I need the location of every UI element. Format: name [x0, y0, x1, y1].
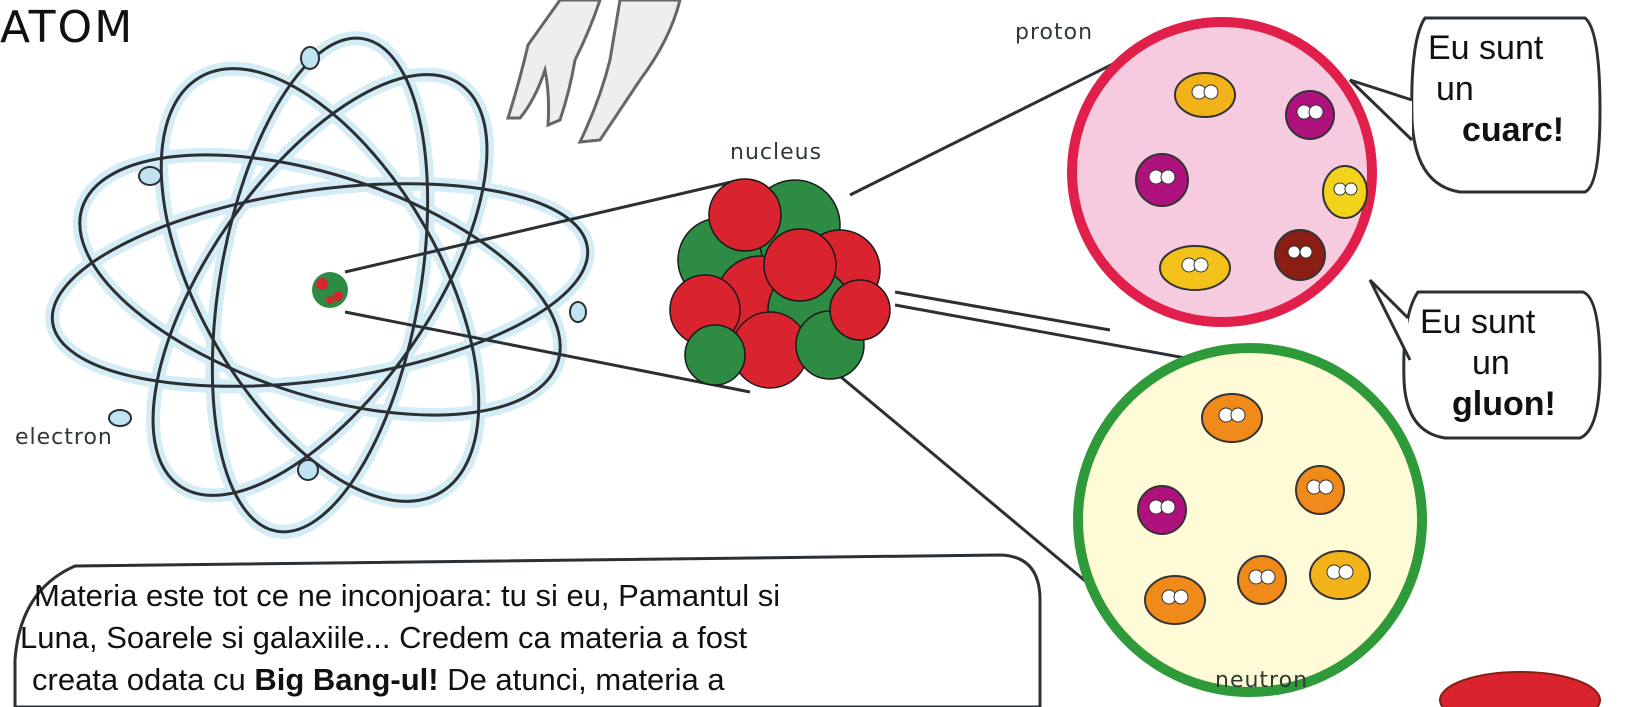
gluon-bubble-text: Eu sunt un gluon! — [1420, 302, 1556, 424]
quark-character — [1310, 551, 1370, 599]
electron-label: electron — [15, 425, 113, 450]
quark-character — [1138, 486, 1186, 534]
electron-dot — [570, 302, 586, 322]
quark-character — [1238, 556, 1286, 604]
paragraph-line3-post: De atunci, materia a — [439, 662, 725, 697]
electron-dot — [298, 460, 318, 480]
paragraph-line3-pre: creata odata cu — [32, 662, 254, 697]
neutron-circle — [1078, 348, 1422, 692]
nucleus-cluster — [670, 179, 890, 388]
quark-bubble-bold: cuarc! — [1462, 110, 1564, 151]
quark-character — [1136, 154, 1188, 206]
quark-character — [1145, 576, 1205, 624]
quark-character — [1323, 166, 1367, 218]
quark-character — [1175, 73, 1235, 117]
electron-dot — [109, 410, 131, 426]
diagram-title: ATOM — [0, 2, 134, 53]
gluon-bubble-line2: un — [1472, 343, 1556, 384]
neutron-label: neutron — [1215, 668, 1308, 693]
nucleus-label: nucleus — [730, 140, 822, 165]
paragraph-line3-bold: Big Bang-ul! — [254, 662, 438, 697]
quark-character — [1286, 91, 1334, 139]
atom-center-nucleus — [312, 272, 348, 308]
gluon-bubble-line1: Eu sunt — [1420, 302, 1556, 343]
hand-illustration — [508, 0, 680, 142]
paragraph-line2: Luna, Soarele si galaxiile... Credem ca … — [20, 617, 1028, 659]
quark-character — [1202, 394, 1262, 442]
quark-character — [1296, 466, 1344, 514]
quark-bubble-line1: Eu sunt — [1428, 28, 1564, 69]
proton-label: proton — [1015, 20, 1093, 45]
red-character-partial — [1440, 672, 1600, 707]
description-paragraph: Materia este tot ce ne inconjoara: tu si… — [28, 575, 1028, 701]
quark-bubble-text: Eu sunt un cuarc! — [1428, 28, 1564, 150]
proton-circle — [1072, 22, 1372, 322]
quark-bubble-line2: un — [1436, 69, 1564, 110]
paragraph-line3: creata odata cu Big Bang-ul! De atunci, … — [32, 659, 1028, 701]
gluon-character — [1275, 230, 1325, 280]
electron-dot — [139, 167, 161, 185]
paragraph-line1: Materia este tot ce ne inconjoara: tu si… — [34, 575, 1028, 617]
quark-character — [1160, 246, 1230, 290]
electron-dot — [301, 47, 319, 69]
gluon-bubble-bold: gluon! — [1452, 384, 1556, 425]
